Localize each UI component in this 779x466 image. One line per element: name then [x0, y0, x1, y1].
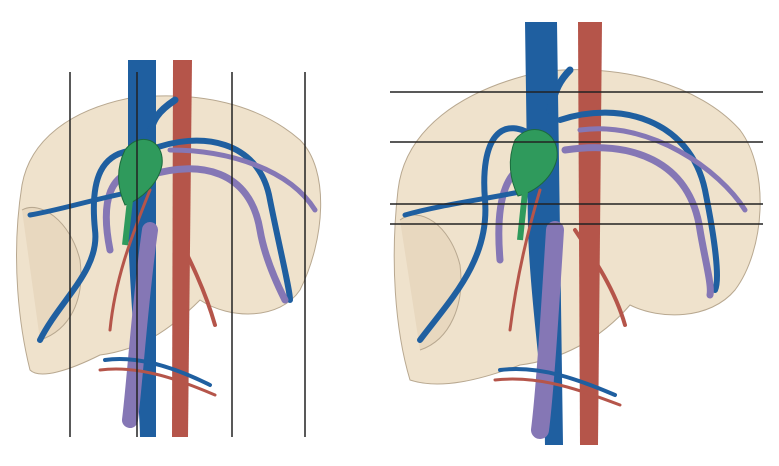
gallbladder: [509, 129, 558, 197]
gallbladder: [118, 138, 163, 206]
horizontal-section-lines: [390, 91, 763, 225]
portal-vein: [531, 221, 564, 439]
vertical-section-lines: [69, 72, 306, 437]
portal-vein: [122, 222, 158, 428]
left-liver-illustration: [16, 60, 322, 437]
right-liver-illustration: [390, 22, 763, 445]
